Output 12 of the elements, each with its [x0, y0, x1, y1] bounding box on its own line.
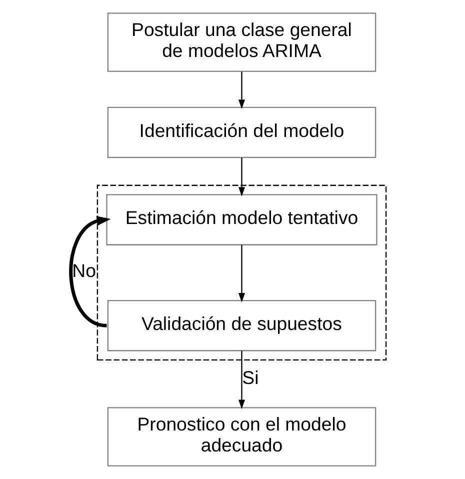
arrow [238, 350, 244, 410]
node-box: Pronostico con el modelo adecuado [106, 407, 376, 466]
arrow [238, 158, 244, 196]
edge-label: Si [242, 367, 258, 388]
node-box: Postular una clase general de modelos ARIMA [106, 12, 376, 72]
node-box: Estimación modelo tentativo [106, 194, 377, 246]
arrow [238, 244, 244, 302]
edge-label: No [72, 260, 96, 282]
arrow [238, 72, 244, 109]
node-box: Validación de supuestos [106, 300, 376, 352]
node-box: Identificación del modelo [106, 106, 376, 158]
arrow [68, 216, 110, 328]
